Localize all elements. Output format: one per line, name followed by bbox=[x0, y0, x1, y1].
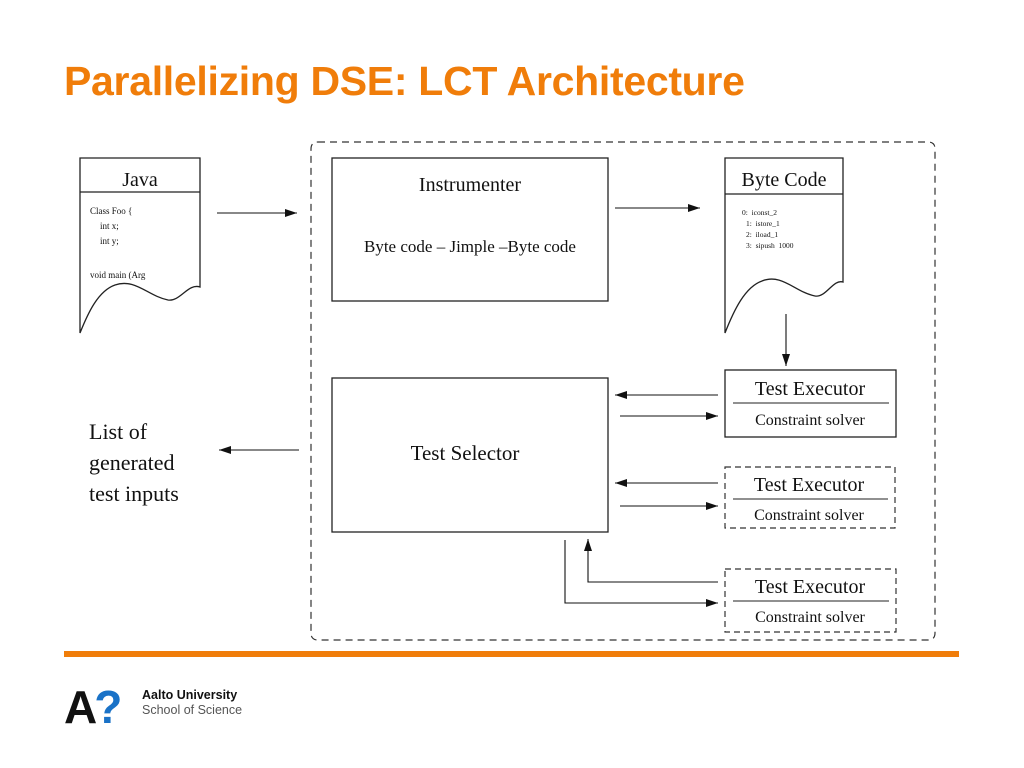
bytecode-line: 3: sipush 1000 bbox=[746, 241, 794, 250]
test-executor-title: Test Executor bbox=[755, 576, 866, 598]
aalto-logo: A? bbox=[64, 684, 134, 730]
logo-letter: A bbox=[64, 681, 97, 733]
test-executor-subtitle: Constraint solver bbox=[755, 609, 865, 626]
output-label-line: test inputs bbox=[89, 481, 179, 506]
bytecode-doc-title: Byte Code bbox=[742, 169, 827, 191]
java-doc-shape bbox=[79, 157, 201, 334]
instrumenter-box: Instrumenter Byte code – Jimple –Byte co… bbox=[331, 157, 609, 302]
bytecode-doc-shape bbox=[724, 157, 844, 334]
arrow-executor3-to-selector bbox=[584, 539, 718, 583]
output-label-line: generated bbox=[89, 450, 175, 475]
test-selector-title: Test Selector bbox=[411, 441, 520, 465]
footer-divider bbox=[64, 651, 959, 657]
test-executor-subtitle: Constraint solver bbox=[755, 412, 865, 429]
java-source-doc: Java Class Foo { int x; int y; void main… bbox=[79, 157, 201, 334]
bytecode-line: 2: iload_1 bbox=[746, 230, 778, 239]
java-code-line: Class Foo { bbox=[90, 206, 132, 216]
java-code-line: int x; bbox=[100, 221, 119, 231]
test-selector-box: Test Selector bbox=[331, 377, 609, 533]
java-code-line: int y; bbox=[100, 236, 119, 246]
logo-question-mark: ? bbox=[94, 681, 122, 733]
instrumenter-subtitle: Byte code – Jimple –Byte code bbox=[364, 237, 576, 256]
arrow-selector-to-executor3 bbox=[564, 540, 718, 607]
output-label-line: List of bbox=[89, 419, 148, 444]
lct-boundary bbox=[310, 141, 936, 641]
test-executor-title: Test Executor bbox=[755, 378, 866, 400]
bytecode-line: 0: iconst_2 bbox=[742, 208, 777, 217]
university-name-block: Aalto University School of Science bbox=[142, 688, 242, 718]
university-name: Aalto University bbox=[142, 688, 238, 702]
test-executor-3: Test Executor Constraint solver bbox=[724, 568, 897, 633]
slide-title: Parallelizing DSE: LCT Architecture bbox=[64, 58, 745, 104]
java-code-line: void main (Arg bbox=[90, 270, 146, 280]
test-executor-subtitle: Constraint solver bbox=[754, 507, 864, 524]
instrumenter-title: Instrumenter bbox=[419, 174, 522, 196]
test-executor-2: Test Executor Constraint solver bbox=[724, 466, 896, 529]
output-label: List of generated test inputs bbox=[89, 419, 179, 506]
bytecode-doc: Byte Code 0: iconst_2 1: istore_1 2: ilo… bbox=[724, 157, 844, 334]
test-executor-1: Test Executor Constraint solver bbox=[724, 369, 897, 438]
bytecode-line: 1: istore_1 bbox=[746, 219, 780, 228]
java-doc-title: Java bbox=[122, 169, 158, 191]
school-name: School of Science bbox=[142, 703, 243, 717]
test-executor-title: Test Executor bbox=[754, 474, 865, 496]
